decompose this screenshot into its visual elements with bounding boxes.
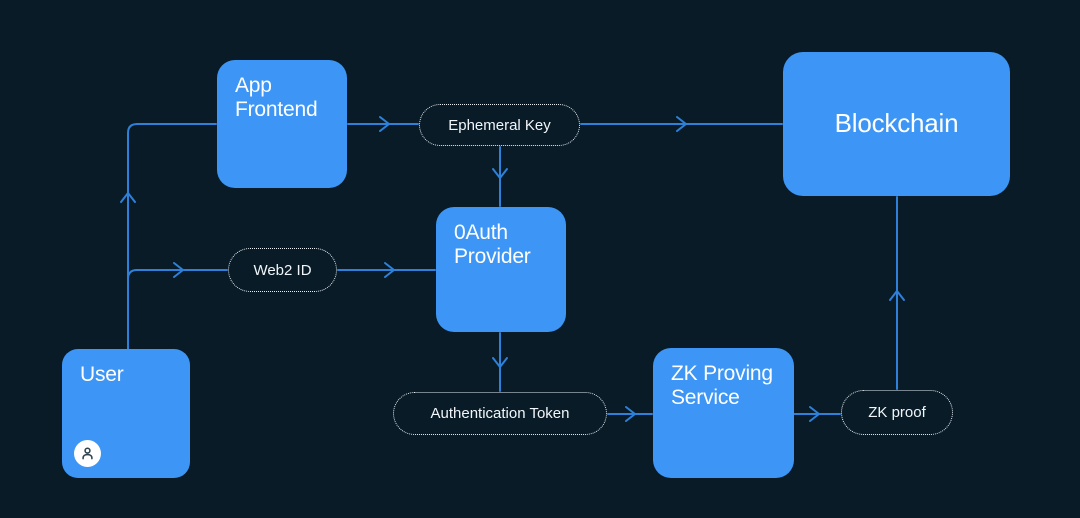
node-user: User (62, 349, 190, 478)
node-blockchain-label: Blockchain (834, 108, 959, 139)
person-icon (82, 447, 93, 460)
arrowhead-right-icon (625, 406, 636, 422)
node-zk-proving-service-label: ZK Proving Service (671, 362, 773, 410)
arrowhead-right-icon (809, 406, 820, 422)
pill-ephemeral-key: Ephemeral Key (419, 104, 580, 146)
pill-web2-id-label: Web2 ID (253, 261, 312, 279)
node-app-frontend: App Frontend (217, 60, 347, 188)
arrowhead-right-icon (379, 116, 390, 132)
node-oauth-provider: 0Auth Provider (436, 207, 566, 332)
edge-user-to-web2-id (127, 269, 228, 280)
user-avatar (74, 440, 101, 467)
pill-authentication-token: Authentication Token (393, 392, 607, 435)
arrowhead-up-icon (889, 290, 905, 301)
pill-web2-id: Web2 ID (228, 248, 337, 292)
node-oauth-provider-label: 0Auth Provider (454, 221, 531, 269)
arrowhead-up-icon (120, 192, 136, 203)
node-app-frontend-label: App Frontend (235, 74, 318, 122)
pill-zk-proof: ZK proof (841, 390, 953, 435)
pill-authentication-token-label: Authentication Token (430, 405, 570, 422)
arrowhead-right-icon (676, 116, 687, 132)
arrowhead-right-icon (384, 262, 395, 278)
arrowhead-down-icon (492, 357, 508, 368)
arrowhead-down-icon (492, 168, 508, 179)
node-zk-proving-service: ZK Proving Service (653, 348, 794, 478)
arrowhead-right-icon (173, 262, 184, 278)
pill-ephemeral-key-label: Ephemeral Key (448, 116, 551, 134)
pill-zk-proof-label: ZK proof (868, 404, 926, 421)
edge-user-to-app-frontend (127, 123, 217, 350)
node-user-label: User (80, 363, 124, 386)
node-blockchain: Blockchain (783, 52, 1010, 196)
